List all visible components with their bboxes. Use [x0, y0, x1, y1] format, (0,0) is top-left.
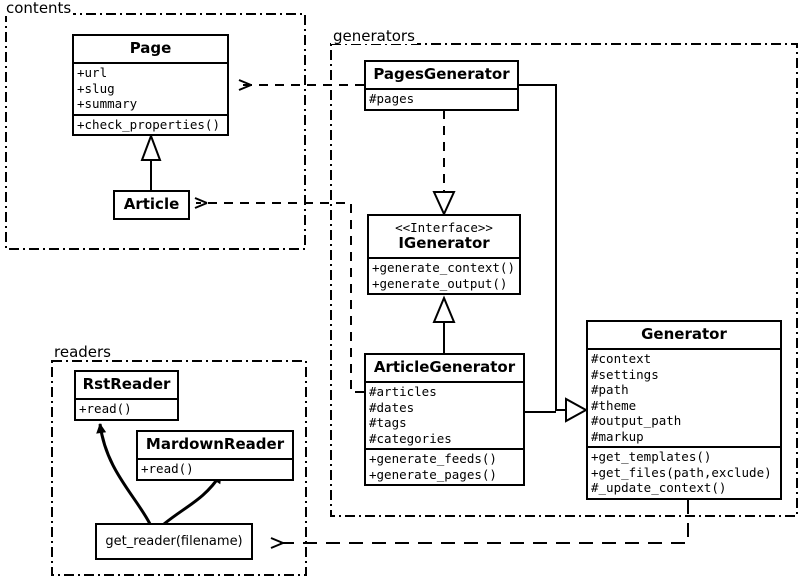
relation-generator-uses-get-reader: [270, 500, 689, 549]
class-name-rst-reader: RstReader: [82, 375, 171, 393]
class-box-pages-generator[interactable]: PagesGenerator #pages: [364, 60, 519, 111]
class-attributes-pages-generator: #pages: [366, 88, 517, 109]
class-methods-rst-reader: +read(): [76, 398, 177, 419]
method: +generate_context(): [372, 260, 515, 275]
relation-articlegenerator-realizes-igenerator: [432, 295, 456, 355]
relation-pagesgenerator-inherits-generator: [519, 84, 570, 411]
class-name-label: IGenerator: [398, 234, 490, 252]
class-box-page[interactable]: Page +url +slug +summary +check_properti…: [72, 34, 229, 136]
class-stereotype-igenerator: <<Interface>>: [395, 220, 493, 235]
method: #_update_context(): [591, 480, 727, 495]
attribute: #pages: [369, 91, 415, 106]
class-box-mardown-reader[interactable]: MardownReader +read(): [136, 430, 294, 481]
class-box-article-generator[interactable]: ArticleGenerator #articles #dates #tags …: [364, 353, 525, 486]
method: +get_templates(): [591, 449, 712, 464]
class-attributes-article-generator: #articles #dates #tags #categories: [366, 381, 523, 448]
class-methods-page: +check_properties(): [74, 113, 227, 135]
attribute: #categories: [369, 430, 452, 446]
class-methods-mardown-reader: +read(): [138, 458, 292, 479]
relation-articlegenerator-uses-article: [194, 197, 364, 393]
class-name-article-generator: ArticleGenerator: [373, 358, 516, 376]
class-name-pages-generator: PagesGenerator: [373, 65, 510, 83]
method: +generate_pages(): [369, 466, 497, 482]
method: +generate_output(): [372, 275, 508, 291]
method: +read(): [79, 401, 132, 416]
method: +read(): [141, 461, 194, 476]
class-name-article: Article: [123, 195, 180, 213]
relation-articlegenerator-inherits-generator: [525, 397, 589, 423]
attribute: +url: [77, 65, 108, 80]
relation-pagesgenerator-realizes-igenerator: [432, 110, 456, 217]
class-box-article[interactable]: Article: [113, 190, 190, 220]
attribute: #context: [591, 351, 652, 366]
class-name-igenerator: <<Interface>> IGenerator: [369, 216, 519, 257]
class-box-generator[interactable]: Generator #context #settings #path #them…: [586, 320, 782, 500]
attribute: +slug: [77, 80, 115, 96]
attribute: #markup: [591, 428, 644, 444]
package-label-contents: contents: [4, 0, 74, 17]
class-attributes-generator: #context #settings #path #theme #output_…: [588, 348, 780, 446]
class-methods-generator: +get_templates() +get_files(path,exclude…: [588, 446, 780, 498]
function-box-get-reader[interactable]: get_reader(filename): [95, 523, 253, 560]
class-name-mardown-reader: MardownReader: [145, 435, 285, 453]
method: +get_files(path,exclude): [591, 464, 772, 480]
package-label-readers: readers: [52, 343, 113, 361]
attribute: +summary: [77, 96, 138, 111]
attribute: #theme: [591, 397, 637, 413]
attribute: #settings: [591, 366, 659, 382]
class-attributes-page: +url +slug +summary: [74, 62, 227, 114]
attribute: #output_path: [591, 413, 682, 428]
attribute: #tags: [369, 415, 407, 430]
attribute: #articles: [369, 384, 437, 399]
class-methods-igenerator: +generate_context() +generate_output(): [369, 257, 519, 293]
method: +generate_feeds(): [369, 451, 497, 466]
class-box-rst-reader[interactable]: RstReader +read(): [74, 370, 179, 421]
class-box-igenerator[interactable]: <<Interface>> IGenerator +generate_conte…: [367, 214, 521, 295]
attribute: #path: [591, 382, 629, 397]
function-label-get-reader: get_reader(filename): [105, 534, 243, 549]
class-methods-article-generator: +generate_feeds() +generate_pages(): [366, 448, 523, 484]
class-name-page: Page: [129, 39, 172, 57]
relation-article-inherits-page: [140, 133, 162, 190]
class-name-generator: Generator: [641, 325, 727, 343]
attribute: #dates: [369, 399, 415, 415]
package-label-generators: generators: [331, 27, 417, 45]
method: +check_properties(): [77, 116, 220, 132]
relation-get-reader-returns-mardownreader: [163, 473, 223, 526]
